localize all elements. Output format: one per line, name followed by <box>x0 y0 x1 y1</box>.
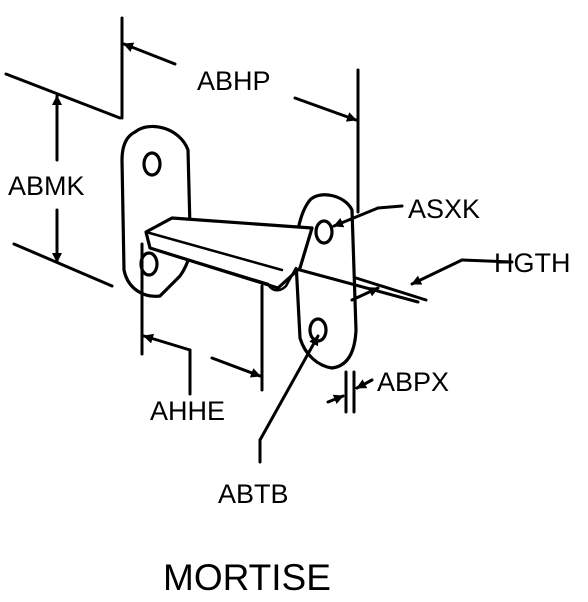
hole-top-left <box>142 151 162 177</box>
label-asxk: ASXK <box>408 194 480 224</box>
label-hgth: HGTH <box>494 248 571 278</box>
hole-top-right <box>314 219 334 245</box>
label-ahhe: AHHE <box>150 396 225 426</box>
leader-asxk <box>332 204 404 228</box>
label-abtb: ABTB <box>218 479 289 509</box>
dim-abmk <box>4 72 122 288</box>
dim-hgth <box>298 258 514 304</box>
channel-bottom-edge <box>148 246 270 286</box>
dim-abpx <box>326 370 374 414</box>
label-abpx: ABPX <box>377 367 449 397</box>
label-abhp: ABHP <box>197 66 271 96</box>
channel-top-edge <box>144 230 284 272</box>
hinge-part <box>120 124 358 370</box>
dim-ahhe <box>140 242 264 396</box>
channel-fold <box>266 266 298 292</box>
leader-abtb <box>258 334 320 464</box>
diagram-title: MORTISE <box>163 557 331 598</box>
dim-abhp <box>120 16 360 214</box>
label-abmk: ABMK <box>8 171 85 201</box>
